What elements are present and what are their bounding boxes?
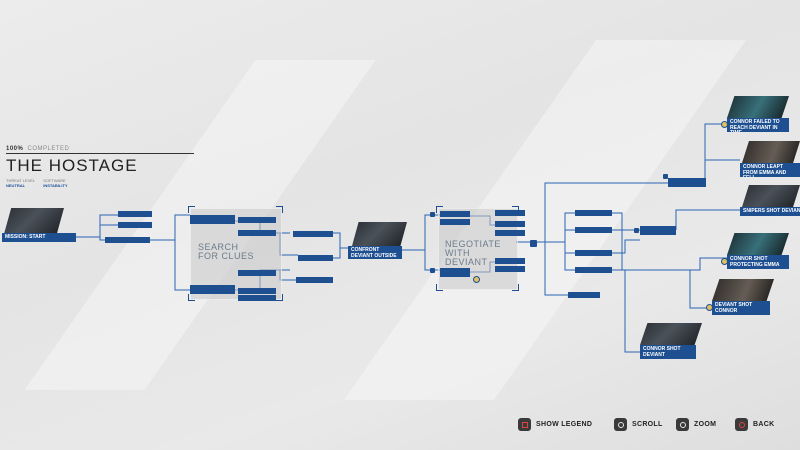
branch-marker <box>634 228 639 233</box>
legend-show-legend[interactable]: SHOW LEGEND <box>518 418 592 431</box>
stat-threat-label: THREAT LEVEL <box>6 178 36 183</box>
flow-node[interactable] <box>296 277 333 283</box>
legend-label: ZOOM <box>694 421 717 428</box>
search-for-clues-label: SEARCH FOR CLUES <box>198 242 255 261</box>
flow-node[interactable] <box>238 217 276 223</box>
flow-node[interactable] <box>575 250 612 256</box>
panel-corner <box>436 284 443 291</box>
chapter-title: THE HOSTAGE <box>6 156 138 175</box>
mission-start-node[interactable]: MISSION: START <box>2 233 76 242</box>
confront-thumbnail[interactable] <box>352 222 407 246</box>
ending-thumbnail[interactable] <box>712 279 774 301</box>
negotiate-with-deviant-label: NEGOTIATE WITH DEVIANT <box>445 239 501 267</box>
flow-node[interactable] <box>190 285 235 294</box>
legend-back[interactable]: BACK <box>735 418 774 431</box>
flow-node[interactable] <box>440 268 470 277</box>
completion-label: COMPLETED <box>27 146 70 152</box>
right-stick-icon <box>676 418 689 431</box>
flow-node[interactable] <box>495 258 525 264</box>
ending-thumbnail[interactable] <box>742 141 800 163</box>
connor-shot-protecting-node[interactable]: CONNOR SHOT PROTECTING EMMA <box>727 255 789 269</box>
completion-value: 100% <box>6 146 24 152</box>
flow-node[interactable] <box>495 210 525 216</box>
flow-node[interactable] <box>568 292 600 298</box>
square-button-icon <box>518 418 531 431</box>
mission-start-thumbnail[interactable] <box>4 208 64 234</box>
ending-icon <box>706 304 713 311</box>
title-rule <box>6 153 194 154</box>
stat-software: SOFTWARE INSTABILITY <box>43 178 67 188</box>
flow-node[interactable] <box>440 219 470 225</box>
panel-corner <box>512 206 519 213</box>
legend-scroll[interactable]: SCROLL <box>614 418 663 431</box>
ending-icon <box>721 258 728 265</box>
branch-marker <box>430 212 435 217</box>
panel-corner <box>276 294 283 301</box>
legend-label: BACK <box>753 421 775 428</box>
flow-node[interactable] <box>118 211 152 217</box>
flow-node[interactable] <box>668 178 706 187</box>
flow-node[interactable] <box>238 230 276 236</box>
connor-leapt-node[interactable]: CONNOR LEAPT FROM EMMA AND FELL <box>740 163 800 177</box>
flow-node[interactable] <box>118 222 152 228</box>
stat-threat: THREAT LEVEL NEUTRAL <box>6 178 35 188</box>
flow-node[interactable] <box>495 266 525 272</box>
flow-node[interactable] <box>575 267 612 273</box>
flow-node[interactable] <box>238 295 276 301</box>
stats-row: THREAT LEVEL NEUTRAL SOFTWARE INSTABILIT… <box>6 178 194 188</box>
connor-shot-deviant-node[interactable]: CONNOR SHOT DEVIANT <box>640 345 696 359</box>
ending-thumbnail[interactable] <box>640 323 702 345</box>
panel-corner <box>276 206 283 213</box>
flow-node[interactable] <box>440 211 470 217</box>
hidden-path-icon <box>473 276 480 283</box>
ending-thumbnail[interactable] <box>742 185 800 207</box>
flow-node[interactable] <box>238 270 276 276</box>
branch-marker <box>663 174 668 179</box>
mission-header: 100% COMPLETED THE HOSTAGE THREAT LEVEL … <box>6 146 194 188</box>
flow-node[interactable] <box>190 215 235 224</box>
flow-node[interactable] <box>105 237 150 243</box>
panel-corner <box>188 206 195 213</box>
flow-node[interactable] <box>495 221 525 227</box>
stat-software-value: INSTABILITY <box>43 183 68 188</box>
ending-thumbnail[interactable] <box>727 96 789 118</box>
deviant-shot-connor-node[interactable]: DEVIANT SHOT CONNOR <box>712 301 770 315</box>
ending-icon <box>721 121 728 128</box>
circle-button-icon <box>735 418 748 431</box>
completion-status: 100% COMPLETED <box>6 146 194 152</box>
flow-node[interactable] <box>640 226 676 235</box>
panel-corner <box>512 284 519 291</box>
left-stick-icon <box>614 418 627 431</box>
stat-threat-value: NEUTRAL <box>6 183 26 188</box>
snipers-shot-node[interactable]: SNIPERS SHOT DEVIANT <box>740 207 800 216</box>
flow-node[interactable] <box>575 210 612 216</box>
flow-node[interactable] <box>575 227 612 233</box>
flow-node[interactable] <box>298 255 333 261</box>
legend-label: SCROLL <box>632 421 663 428</box>
legend-zoom[interactable]: ZOOM <box>676 418 716 431</box>
connor-failed-node[interactable]: CONNOR FAILED TO REACH DEVIANT IN TIME <box>727 118 789 132</box>
flow-node[interactable] <box>495 230 525 236</box>
flow-node[interactable] <box>238 288 276 294</box>
confront-deviant-outside-node[interactable]: CONFRONT DEVIANT OUTSIDE <box>348 246 402 259</box>
panel-corner <box>436 206 443 213</box>
panel-corner <box>188 294 195 301</box>
legend-label: SHOW LEGEND <box>536 421 593 428</box>
branch-marker <box>530 240 537 247</box>
branch-marker <box>430 268 435 273</box>
ending-thumbnail[interactable] <box>727 233 789 255</box>
flow-node[interactable] <box>293 231 333 237</box>
stat-software-label: SOFTWARE <box>43 178 66 183</box>
